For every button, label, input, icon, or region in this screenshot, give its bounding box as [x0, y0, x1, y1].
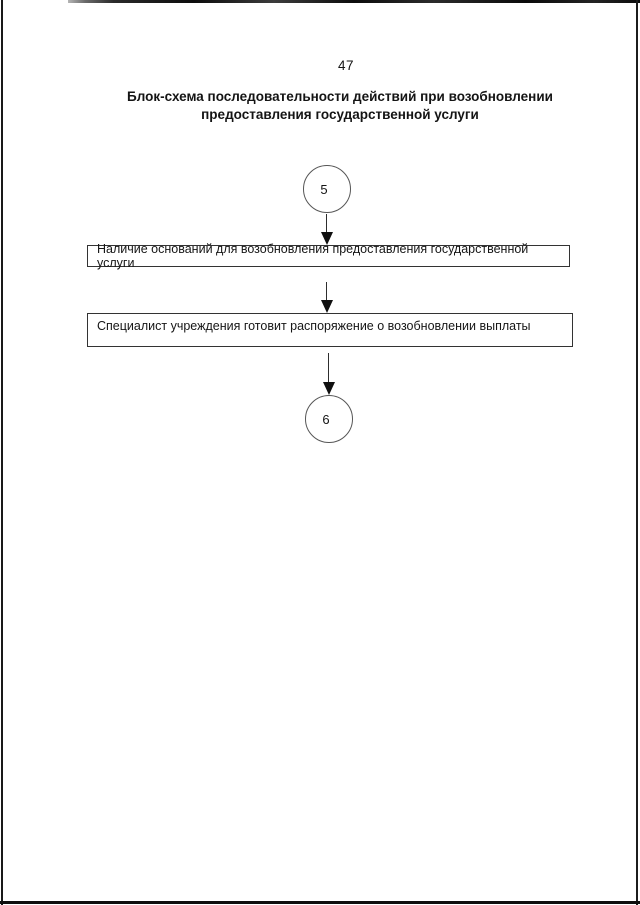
page-number: 47 — [337, 58, 355, 73]
flowchart-connector-exit: 6 — [305, 395, 353, 443]
page-title: Блок-схема последовательности действий п… — [40, 88, 640, 124]
connector-exit-label: 6 — [322, 411, 330, 427]
flowchart-connector-entry: 5 — [303, 165, 351, 213]
flowchart-step-2: Специалист учреждения готовит распоряжен… — [87, 313, 573, 347]
page-title-line-1: Блок-схема последовательности действий п… — [127, 89, 553, 104]
flowchart-step-2-label: Специалист учреждения готовит распоряжен… — [97, 319, 531, 333]
scan-artifact-top-bar — [68, 0, 640, 3]
arrow-head-1-icon — [321, 232, 333, 245]
flowchart-step-1: Наличие оснований для возобновления пред… — [87, 242, 570, 270]
arrow-head-3-icon — [323, 382, 335, 395]
scan-artifact-left-line — [1, 0, 3, 905]
arrow-line-1 — [326, 214, 327, 232]
scan-artifact-bottom-line — [0, 901, 640, 904]
arrow-line-3 — [328, 353, 329, 383]
connector-entry-label: 5 — [320, 181, 328, 197]
scan-artifact-right-line — [636, 0, 638, 905]
flowchart-step-1-label: Наличие оснований для возобновления пред… — [97, 242, 529, 270]
arrow-head-2-icon — [321, 300, 333, 313]
page-title-line-2: предоставления государственной услуги — [201, 107, 479, 122]
arrow-line-2 — [326, 282, 327, 301]
